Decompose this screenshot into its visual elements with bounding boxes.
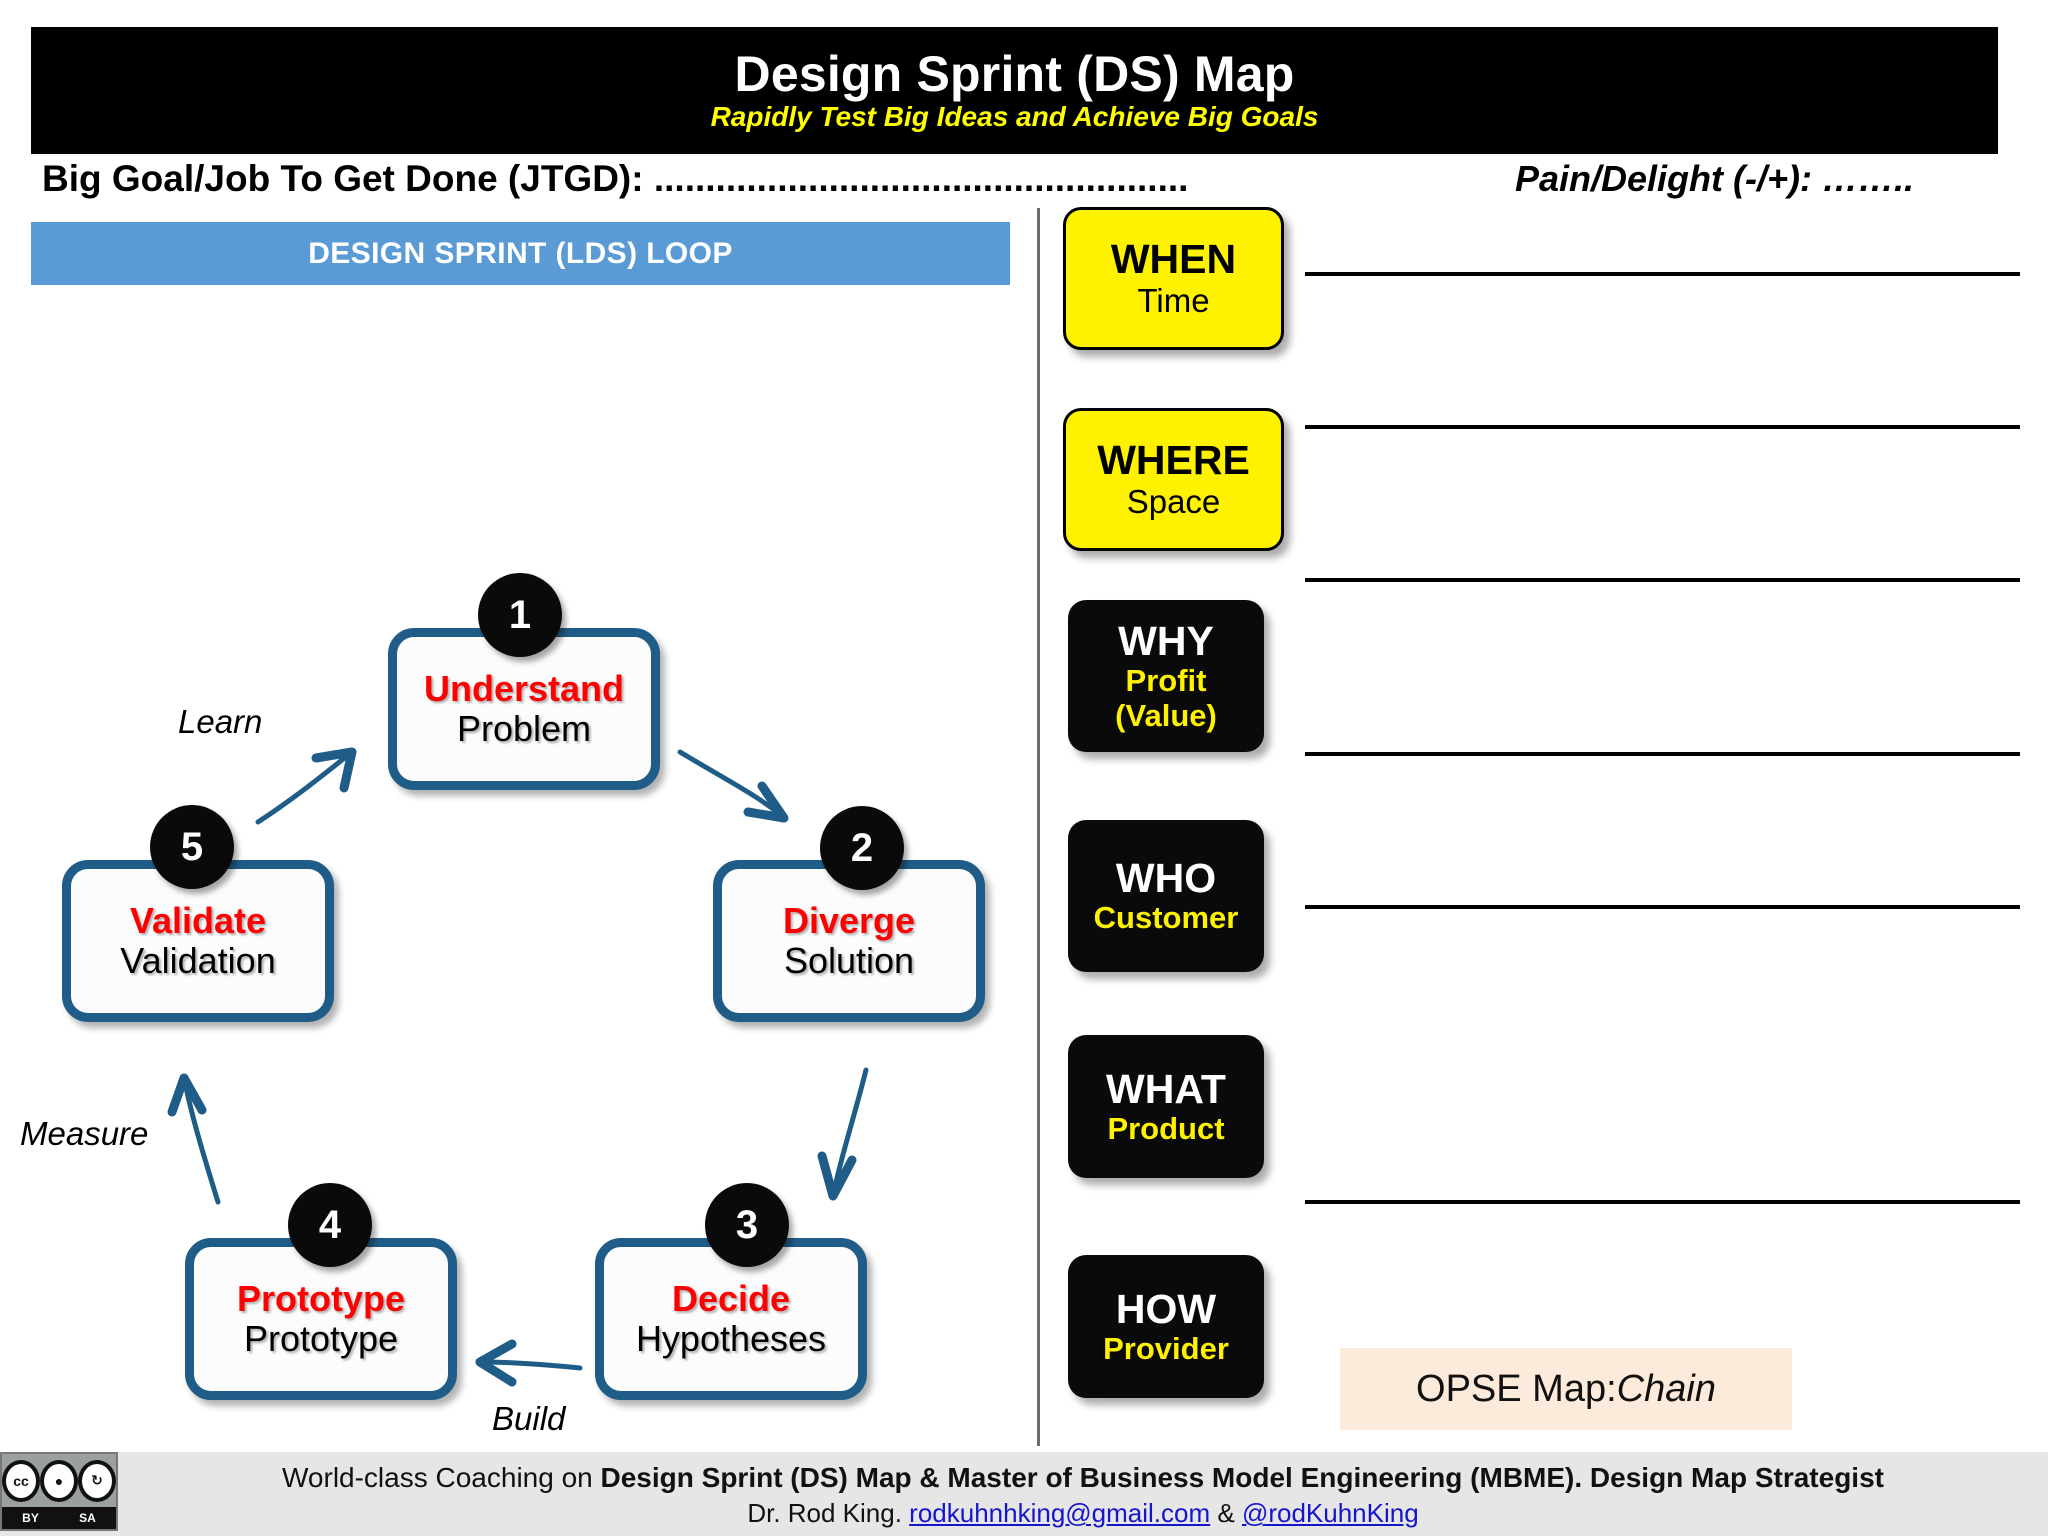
write-line-why[interactable] (1305, 578, 2020, 582)
opse-block-sub: Provider (1103, 1330, 1229, 1366)
footer-line-2: Dr. Rod King. rodkuhnhking@gmail.com & @… (118, 1498, 2048, 1529)
arrow-decide-to-prototype (477, 1359, 583, 1371)
jtgd-label: Big Goal/Job To Get Done (JTGD): .......… (42, 158, 1189, 199)
vertical-divider (1037, 208, 1040, 1446)
opse-block-sub: Product (1107, 1110, 1225, 1146)
flow-node-validate[interactable]: Validate Validation (62, 860, 334, 1022)
arrow-prototype-to-validate (181, 1075, 221, 1205)
flow-node-badge-2: 2 (820, 806, 904, 890)
opse-block-sub: Customer (1093, 900, 1239, 936)
flow-node-title: Understand (423, 667, 625, 709)
opse-block-where[interactable]: WHERE Space (1063, 408, 1284, 551)
opse-map-value: Chain (1616, 1367, 1716, 1410)
flow-node-subtitle: Problem (456, 708, 592, 749)
flow-node-subtitle: Validation (120, 940, 276, 981)
footer-line1-plain: World-class Coaching on (282, 1462, 601, 1493)
cc-logo-icon: cc (2, 1459, 40, 1502)
cc-sa-label: SA (79, 1511, 96, 1525)
opse-block-sub: Time (1137, 281, 1210, 319)
opse-block-what[interactable]: WHAT Product (1068, 1035, 1264, 1178)
opse-block-key: WHO (1115, 855, 1217, 902)
flow-node-badge-5: 5 (150, 805, 234, 889)
opse-block-key: WHEN (1110, 236, 1237, 283)
cc-by-icon: ● (40, 1459, 78, 1502)
cc-sa-icon: ↻ (78, 1459, 116, 1502)
flow-node-title: Prototype (236, 1277, 405, 1319)
footer-line-1: World-class Coaching on Design Sprint (D… (118, 1462, 2048, 1494)
write-line-who[interactable] (1305, 752, 2020, 756)
opse-block-key: HOW (1115, 1285, 1217, 1332)
creative-commons-icon: cc ● ↻ BY SA (0, 1452, 118, 1531)
flow-node-subtitle: Solution (783, 940, 915, 981)
loop-banner-label: DESIGN SPRINT (LDS) LOOP (308, 236, 733, 270)
footer-handle-link[interactable]: @rodKuhnKing (1241, 1498, 1419, 1528)
footer-author: Dr. Rod King. (747, 1498, 910, 1528)
opse-block-why[interactable]: WHY Profit (Value) (1068, 600, 1264, 752)
write-line-what[interactable] (1305, 905, 2020, 909)
arrow-understand-to-diverge (677, 749, 787, 821)
opse-block-sub2: (Value) (1115, 697, 1217, 733)
flow-node-title: Validate (129, 899, 267, 941)
opse-block-sub: Space (1126, 482, 1221, 520)
opse-map-badge: OPSE Map: Chain (1340, 1348, 1792, 1430)
arrow-validate-to-understand (255, 749, 355, 825)
opse-block-who[interactable]: WHO Customer (1068, 820, 1264, 972)
footer-ampersand: & (1210, 1498, 1242, 1528)
opse-block-key: WHY (1118, 617, 1214, 664)
edge-label-measure: Measure (20, 1115, 149, 1152)
footer-email-link[interactable]: rodkuhnhking@gmail.com (909, 1498, 1211, 1528)
edge-label-build: Build (492, 1400, 566, 1437)
design-sprint-loop-banner: DESIGN SPRINT (LDS) LOOP (31, 222, 1010, 285)
opse-block-when[interactable]: WHEN Time (1063, 207, 1284, 350)
flow-node-understand[interactable]: Understand Problem (388, 628, 660, 790)
opse-block-sub: Profit (1125, 662, 1207, 698)
opse-block-key: WHERE (1097, 437, 1250, 484)
write-line-when[interactable] (1305, 272, 2020, 276)
flow-node-badge-4: 4 (288, 1183, 372, 1267)
flow-node-badge-3: 3 (705, 1183, 789, 1267)
footer-bar (0, 1452, 2048, 1536)
opse-block-how[interactable]: HOW Provider (1068, 1255, 1264, 1398)
write-line-how[interactable] (1305, 1200, 2020, 1204)
footer-line1-bold: Design Sprint (DS) Map & Master of Busin… (600, 1462, 1884, 1493)
write-line-where[interactable] (1305, 425, 2020, 429)
flow-node-decide[interactable]: Decide Hypotheses (595, 1238, 867, 1400)
opse-map-prefix: OPSE Map: (1416, 1367, 1617, 1410)
flow-node-title: Diverge (782, 899, 916, 941)
flow-node-subtitle: Hypotheses (635, 1318, 827, 1359)
edge-label-learn: Learn (178, 703, 263, 740)
pain-delight-label: Pain/Delight (-/+): …….. (1515, 158, 1915, 199)
flow-node-subtitle: Prototype (243, 1318, 399, 1359)
flow-node-title: Decide (671, 1277, 791, 1319)
cc-by-label: BY (22, 1511, 39, 1525)
flow-node-badge-1: 1 (478, 573, 562, 657)
page-title: Design Sprint (DS) Map (734, 45, 1295, 102)
page-subtitle: Rapidly Test Big Ideas and Achieve Big G… (710, 101, 1319, 133)
title-bar: Design Sprint (DS) Map Rapidly Test Big … (31, 27, 1998, 154)
opse-block-key: WHAT (1106, 1065, 1226, 1112)
flow-arrows (167, 747, 869, 1387)
